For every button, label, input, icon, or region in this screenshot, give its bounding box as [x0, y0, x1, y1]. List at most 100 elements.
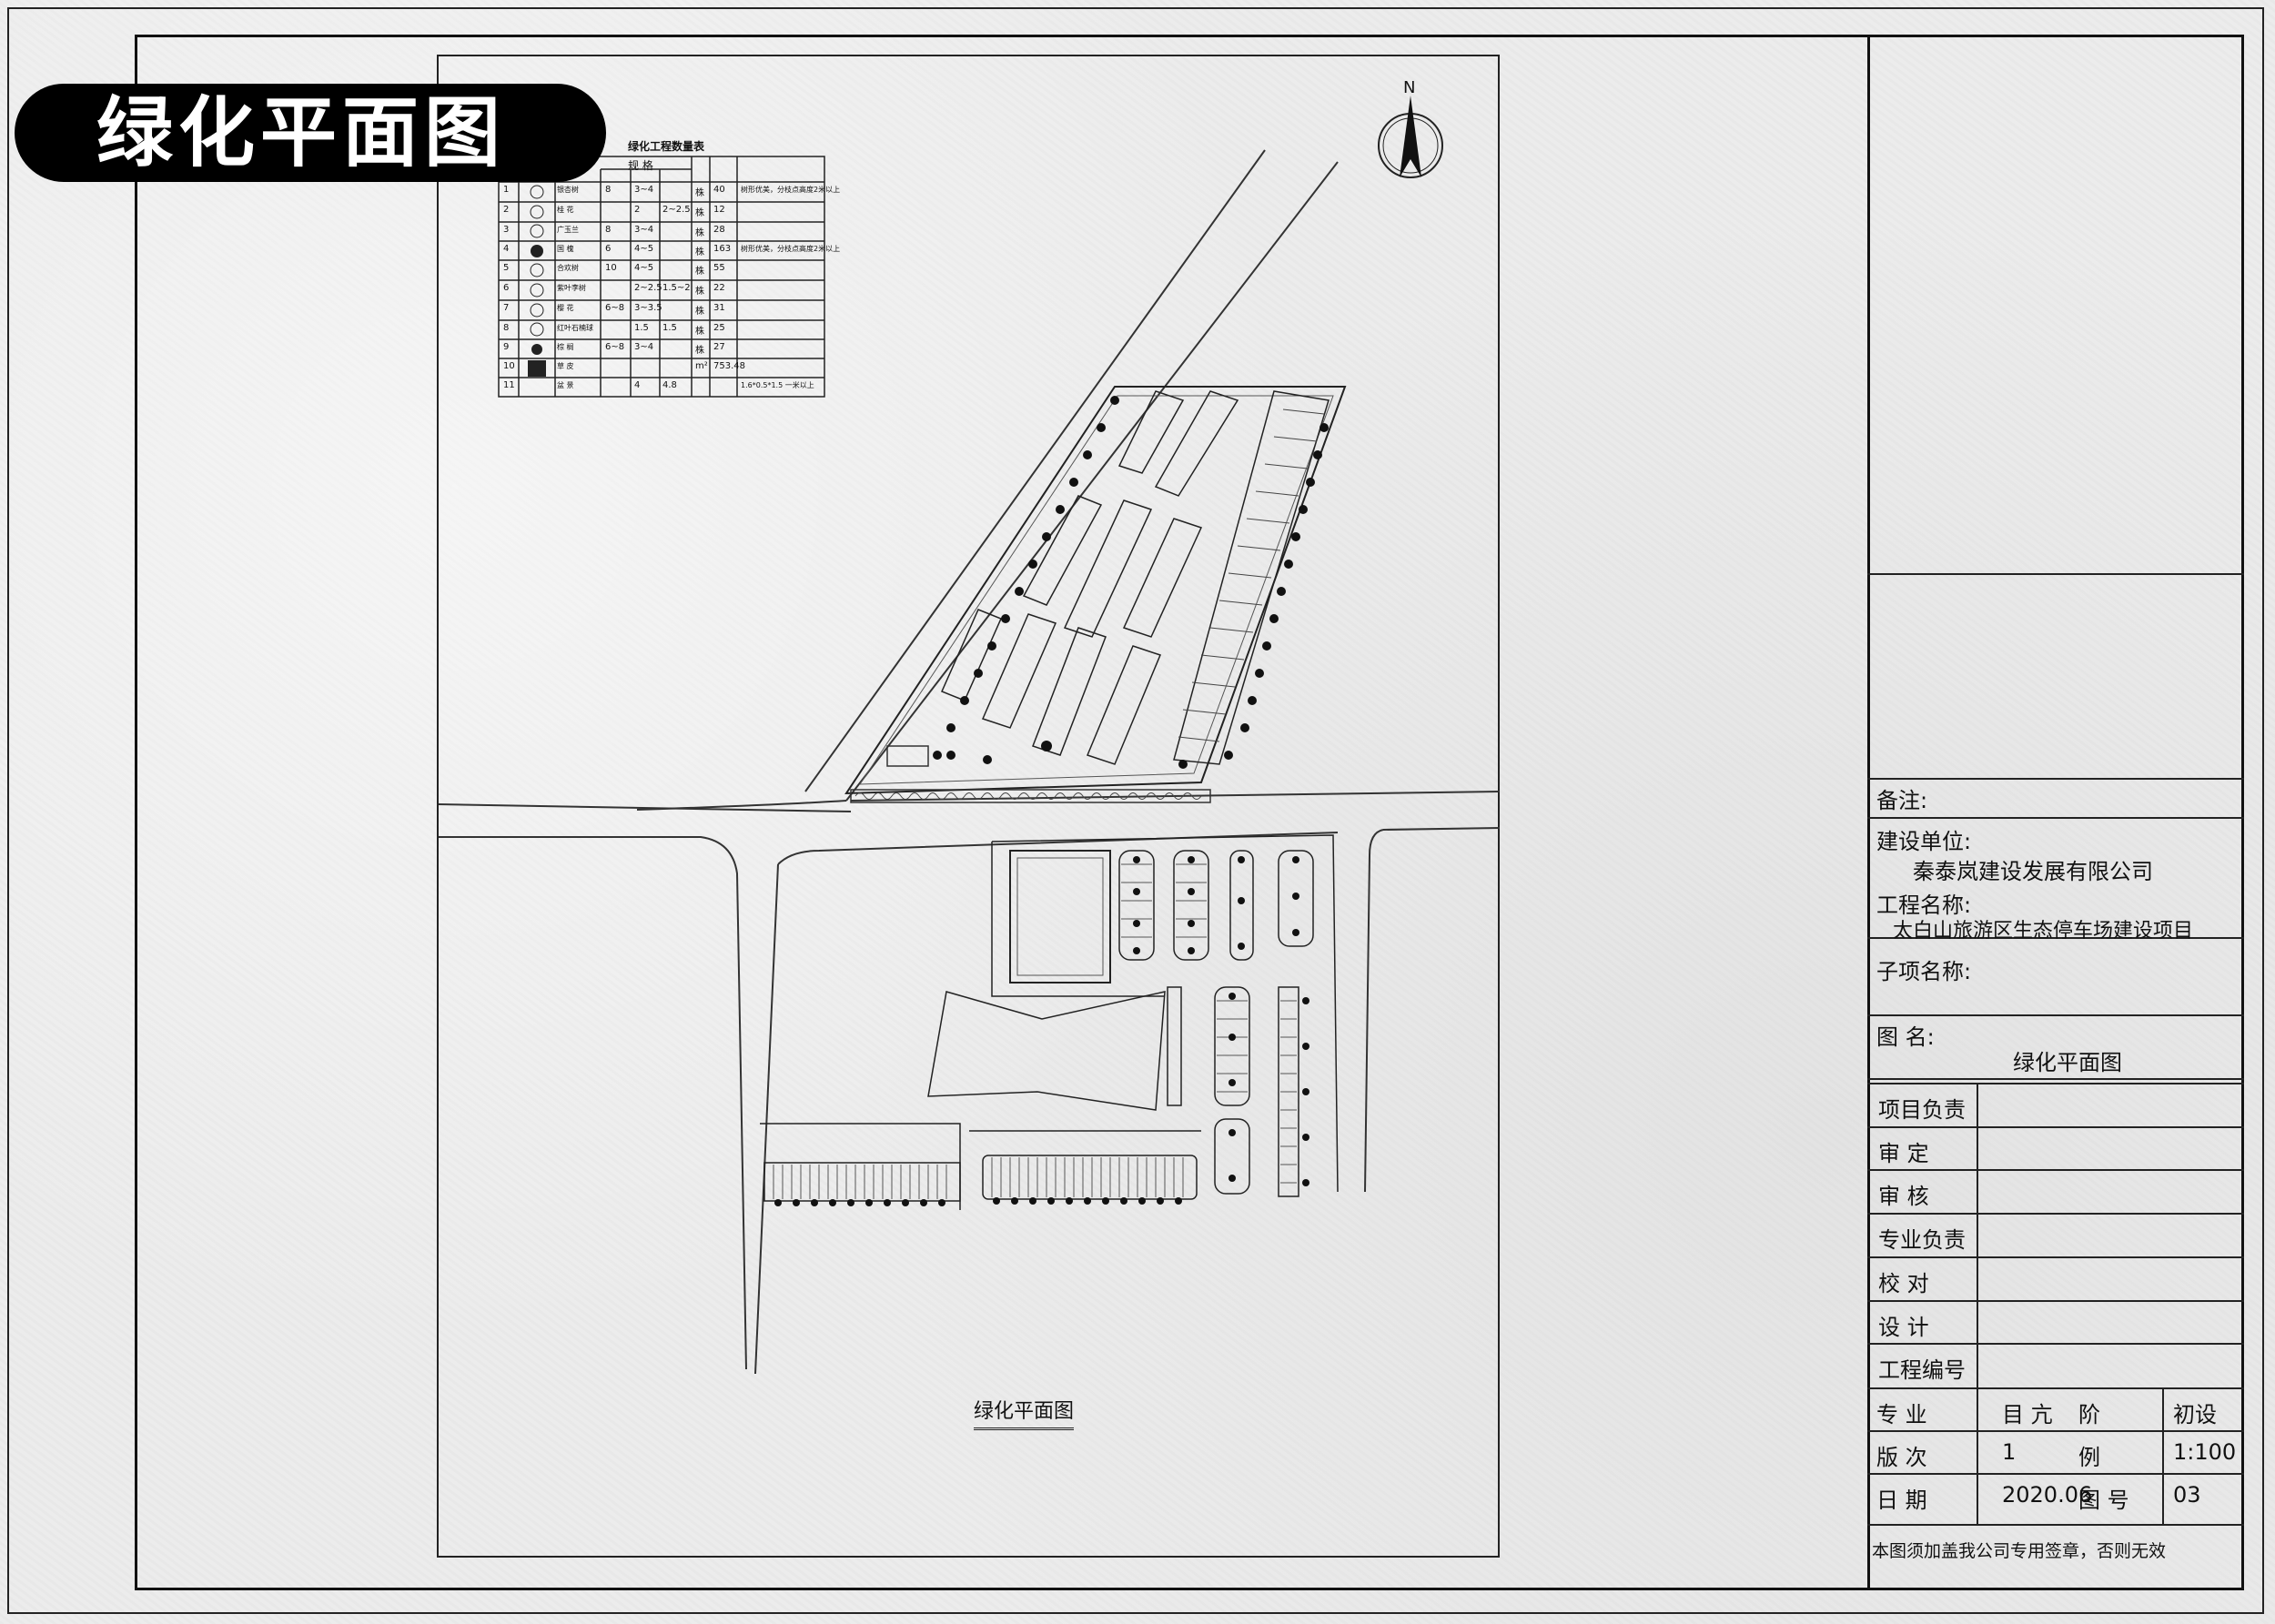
- quantity-cell-dbh: 6: [605, 244, 612, 254]
- quantity-cell-no: 4: [503, 244, 510, 254]
- sign-row-label: 专业负责: [1878, 1227, 1966, 1254]
- info-row-l2: 例: [2078, 1445, 2100, 1470]
- tb-divider: [1867, 1213, 2244, 1215]
- quantity-cell-height: 3~4: [634, 342, 654, 352]
- quantity-cell-name: 桂 花: [557, 206, 574, 214]
- quantity-cell-dbh: 10: [605, 263, 617, 273]
- info-row-l1: 版 次: [1876, 1445, 1927, 1470]
- tb-divider: [1867, 1430, 2244, 1432]
- inner-frame: [135, 35, 2244, 1590]
- quantity-cell-height: 2: [634, 205, 641, 215]
- quantity-cell-height: 4~5: [634, 263, 654, 273]
- client-label: 建设单位:: [1876, 829, 1972, 854]
- info-row-v1: 1: [2002, 1439, 2017, 1465]
- info-row-v1: 目 亢: [2002, 1402, 2053, 1427]
- quantity-cell-name: 广玉兰: [557, 226, 579, 234]
- quantity-cell-unit: 株: [695, 307, 704, 317]
- info-row-l1: 日 期: [1876, 1488, 1927, 1513]
- tb-divider: [1867, 1125, 2244, 1128]
- quantity-cell-name: 盆 景: [557, 381, 574, 389]
- quantity-cell-no: 2: [503, 205, 510, 215]
- page-banner-title: 绿化平面图: [15, 84, 606, 182]
- quantity-cell-qty: 31: [713, 303, 725, 313]
- quantity-cell-qty: 25: [713, 323, 725, 333]
- quantity-cell-dbh: 8: [605, 185, 612, 195]
- north-arrow-icon: [1378, 96, 1443, 178]
- quantity-cell-name: 紫叶李树: [557, 284, 586, 292]
- quantity-cell-qty: 27: [713, 342, 725, 352]
- quantity-cell-unit: 株: [695, 327, 704, 337]
- tb-divider: [1867, 1256, 2244, 1258]
- tb-divider: [1867, 1473, 2244, 1475]
- tb-divider: [1867, 937, 2244, 939]
- tb-divider: [1867, 1299, 2244, 1302]
- sign-row-label: 审 核: [1878, 1184, 1929, 1210]
- sign-row-label: 项目负责: [1878, 1097, 1966, 1123]
- quantity-cell-qty: 753.48: [713, 361, 745, 371]
- quantity-cell-height: 4~5: [634, 244, 654, 254]
- quantity-cell-no: 9: [503, 342, 510, 352]
- quantity-cell-no: 11: [503, 380, 515, 390]
- quantity-cell-unit: 株: [695, 188, 704, 198]
- tb-divider: [1867, 778, 2244, 780]
- quantity-cell-unit: 株: [695, 247, 704, 257]
- quantity-cell-height: 4: [634, 380, 641, 390]
- sign-row-label: 设 计: [1878, 1314, 1929, 1340]
- quantity-cell-crown: 1.5~2: [662, 283, 691, 293]
- quantity-cell-no: 5: [503, 263, 510, 273]
- quantity-cell-unit: 株: [695, 228, 704, 238]
- tb-divider: [1867, 1524, 2244, 1526]
- client-value: 秦泰岚建设发展有限公司: [1913, 859, 2153, 884]
- quantity-table-title: 绿化工程数量表: [628, 140, 705, 153]
- quantity-table-group-header: 规 格: [628, 159, 653, 172]
- quantity-cell-height: 3~4: [634, 225, 654, 235]
- quantity-cell-note: 树形优美，分枝点高度2米以上: [741, 186, 841, 194]
- quantity-cell-no: 8: [503, 323, 510, 333]
- subitem-label: 子项名称:: [1876, 959, 1972, 984]
- drawing-caption: 绿化平面图: [974, 1395, 1075, 1430]
- quantity-cell-no: 10: [503, 361, 515, 371]
- quantity-cell-unit: 株: [695, 346, 704, 356]
- tb-vertical-divider: [1977, 1387, 1978, 1524]
- quantity-cell-name: 红叶石楠球: [557, 324, 593, 332]
- quantity-cell-qty: 22: [713, 283, 725, 293]
- tb-divider: [1867, 1078, 2244, 1080]
- tb-divider: [1867, 817, 2244, 819]
- quantity-cell-qty: 28: [713, 225, 725, 235]
- drawing-name-value: 绿化平面图: [2013, 1050, 2122, 1075]
- tb-divider: [1867, 1343, 2244, 1346]
- quantity-cell-qty: 40: [713, 185, 725, 195]
- tb-vertical-divider: [2162, 1387, 2164, 1524]
- quantity-cell-unit: 株: [695, 267, 704, 277]
- quantity-cell-name: 国 槐: [557, 245, 574, 253]
- quantity-cell-no: 1: [503, 185, 510, 195]
- remarks-label: 备注:: [1876, 788, 1928, 813]
- quantity-cell-crown: 4.8: [662, 380, 677, 390]
- info-row-v1: 2020.06: [2002, 1482, 2093, 1508]
- quantity-cell-dbh: 6~8: [605, 303, 625, 313]
- tb-divider: [1867, 1387, 2244, 1389]
- quantity-cell-name: 合欢树: [557, 264, 579, 272]
- quantity-cell-height: 2~2.5: [634, 283, 662, 293]
- tb-vertical-divider: [1977, 1083, 1978, 1387]
- quantity-cell-height: 3~3.5: [634, 303, 662, 313]
- project-value: 太白山旅游区生态停车场建设项目: [1893, 920, 2194, 943]
- info-row-v2: 03: [2173, 1482, 2201, 1508]
- quantity-cell-note: 1.6*0.5*1.5 一米以上: [741, 381, 814, 389]
- quantity-cell-no: 7: [503, 303, 510, 313]
- quantity-cell-name: 草 皮: [557, 362, 574, 370]
- quantity-cell-note: 树形优美，分枝点高度2米以上: [741, 245, 841, 253]
- tb-divider: [1867, 1083, 2244, 1084]
- quantity-cell-qty: 55: [713, 263, 725, 273]
- drawing-area-border: [437, 55, 1500, 1558]
- sign-row-label: 工程编号: [1878, 1357, 1966, 1384]
- info-row-v2: 1:100: [2173, 1439, 2237, 1465]
- north-label: N: [1403, 78, 1416, 97]
- tb-divider: [1867, 573, 2244, 575]
- info-row-l2: 图 号: [2078, 1488, 2129, 1513]
- info-row-l2: 阶: [2078, 1402, 2100, 1427]
- quantity-cell-no: 6: [503, 283, 510, 293]
